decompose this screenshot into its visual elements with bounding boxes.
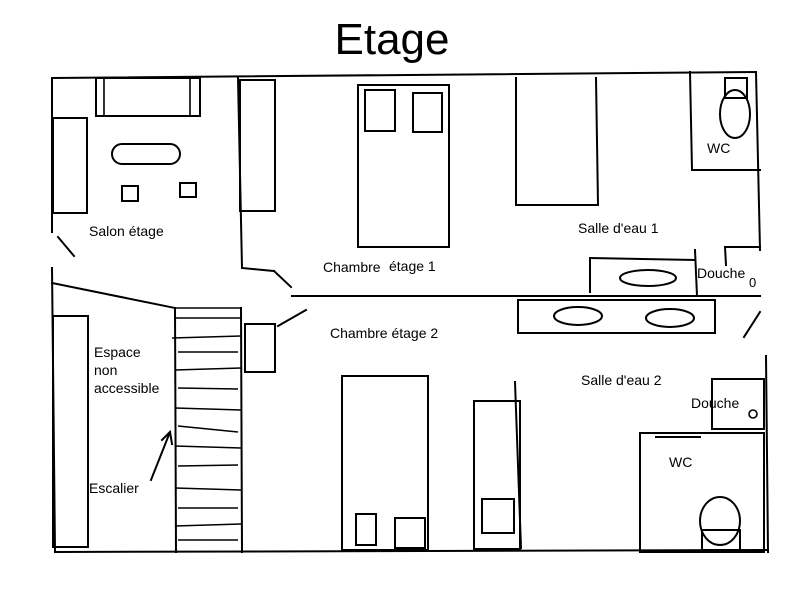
sink (553, 306, 603, 326)
sink (645, 308, 695, 328)
label-wc-1: WC (707, 140, 730, 156)
closet (244, 323, 276, 373)
coffee-table (111, 143, 181, 165)
label-chambre2: Chambre étage 2 (330, 325, 438, 341)
sofa (95, 77, 201, 117)
label-salon: Salon étage (89, 223, 164, 239)
wardrobe (239, 79, 276, 212)
shower-drain-mark: 0 (749, 275, 756, 290)
bed (341, 375, 429, 551)
salon-door (56, 235, 76, 258)
chambre-etage-2 (341, 375, 523, 551)
toilet-bowl (699, 496, 741, 546)
stool (179, 182, 197, 198)
salle-eau-1 (515, 70, 761, 298)
label-chambre1-a: Chambre (323, 259, 381, 275)
pillow (394, 517, 426, 549)
salon-etage (52, 77, 201, 258)
double-bed (357, 84, 450, 248)
sink (619, 269, 677, 287)
label-chambre1-b: étage 1 (389, 258, 436, 274)
label-salle-eau-2: Salle d'eau 2 (581, 372, 662, 388)
shower (711, 378, 765, 430)
arrow-head (160, 429, 174, 446)
wc-tank (701, 529, 741, 551)
escalier-arrow (149, 430, 172, 482)
pillow (481, 498, 515, 534)
label-non: non (94, 362, 117, 378)
label-douche-1: Douche (697, 265, 745, 281)
label-salle-eau-1: Salle d'eau 1 (578, 220, 659, 236)
salle-eau-2-door (742, 310, 762, 339)
toilet-bowl (719, 89, 751, 139)
label-douche-2: Douche (691, 395, 739, 411)
label-escalier: Escalier (89, 480, 139, 496)
plan-title: Etage (335, 15, 450, 64)
label-wc-2: WC (669, 454, 692, 470)
salon-cabinet (52, 117, 88, 214)
wc-room (639, 432, 765, 553)
label-accessible: accessible (94, 380, 160, 396)
single-bed (473, 400, 521, 550)
non-accessible-shelf (52, 315, 89, 548)
pillow (412, 92, 443, 133)
double-vanity (517, 299, 716, 334)
wc-tank (724, 77, 748, 99)
label-espace: Espace (94, 344, 141, 360)
salle-eau-2 (639, 378, 765, 553)
chambre1-door (272, 269, 293, 289)
shower-drain (748, 409, 758, 419)
pillow (364, 89, 396, 132)
chambre-etage-1 (357, 84, 450, 248)
stool (121, 185, 139, 202)
pillow (355, 513, 377, 546)
closet-door (276, 308, 308, 328)
staircase (50, 281, 244, 554)
